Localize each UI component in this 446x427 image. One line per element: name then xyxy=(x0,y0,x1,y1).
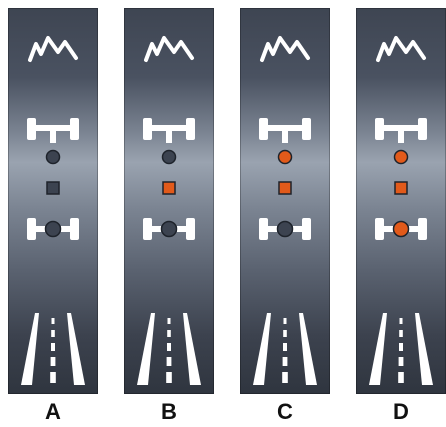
road-icon xyxy=(21,313,85,385)
mountain-icon xyxy=(260,36,310,62)
front-axle-icon xyxy=(143,118,195,143)
mountain-icon xyxy=(144,36,194,62)
front-led xyxy=(277,149,293,165)
mode-panel-b xyxy=(124,8,214,394)
panel-label-c: C xyxy=(277,399,293,424)
front-axle-icon xyxy=(27,118,79,143)
panel-label-a: A xyxy=(45,399,61,424)
center-led xyxy=(394,181,408,195)
road-icon xyxy=(253,313,317,385)
mode-panel-c xyxy=(240,8,330,394)
panel-label-b: B xyxy=(161,399,177,424)
rear-axle-icon xyxy=(27,218,79,240)
panel-label-d: D xyxy=(393,399,409,424)
front-led xyxy=(161,149,177,165)
mountain-icon xyxy=(28,36,78,62)
mode-panel-d xyxy=(356,8,446,394)
center-led xyxy=(278,181,292,195)
front-axle-icon xyxy=(375,118,427,143)
rear-led xyxy=(44,220,62,238)
front-axle-icon xyxy=(259,118,311,143)
rear-axle-icon xyxy=(259,218,311,240)
center-led xyxy=(46,181,60,195)
center-led xyxy=(162,181,176,195)
rear-led xyxy=(160,220,178,238)
rear-led xyxy=(392,220,410,238)
road-icon xyxy=(369,313,433,385)
rear-led xyxy=(276,220,294,238)
rear-axle-icon xyxy=(375,218,427,240)
rear-axle-icon xyxy=(143,218,195,240)
mode-panel-a xyxy=(8,8,98,394)
front-led xyxy=(393,149,409,165)
road-icon xyxy=(137,313,201,385)
front-led xyxy=(45,149,61,165)
mountain-icon xyxy=(376,36,426,62)
